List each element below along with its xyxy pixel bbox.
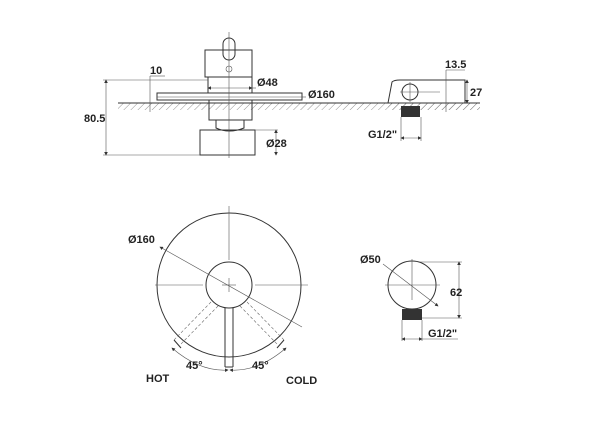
spout-plan-view: Ø50 62 G1/2": [360, 254, 462, 341]
hub-circle: [205, 261, 253, 309]
cold-label: COLD: [286, 375, 317, 387]
front-view: 80.5 10 Ø48 Ø160 Ø28: [84, 32, 480, 158]
dim-plate-diameter: Ø160: [308, 89, 335, 101]
dim-height-total: 80.5: [84, 113, 105, 125]
dim-body-diameter: Ø28: [266, 138, 287, 150]
dim-spout-thread: G1/2": [368, 129, 397, 141]
collar: [207, 76, 253, 94]
hot-label: HOT: [146, 373, 170, 385]
dim-spout-plan-thread: G1/2": [428, 328, 457, 340]
dim-spout-offset: 13.5: [445, 59, 466, 71]
spout-thread: [402, 309, 422, 320]
dim-spout-height: 27: [470, 87, 482, 99]
wall-hatch: [118, 103, 480, 110]
cover-plate: [156, 92, 303, 101]
dim-spout-length: 62: [450, 287, 462, 299]
angle-left: 45°: [186, 360, 203, 372]
dim-plan-plate-diameter: Ø160: [128, 234, 155, 246]
thread-connector: [401, 106, 420, 117]
spout-side-view: G1/2" 13.5 27: [368, 59, 482, 141]
handle-body: [204, 49, 253, 78]
valve-body: [199, 129, 256, 156]
dim-spout-diameter: Ø50: [360, 254, 381, 266]
lever-positions: [171, 301, 287, 373]
plan-view: Ø160 45° 45° HOT COLD: [128, 206, 317, 387]
dim-collar-diameter: Ø48: [257, 77, 278, 89]
angle-right: 45°: [252, 360, 269, 372]
dim-plate-thickness: 10: [150, 65, 162, 77]
